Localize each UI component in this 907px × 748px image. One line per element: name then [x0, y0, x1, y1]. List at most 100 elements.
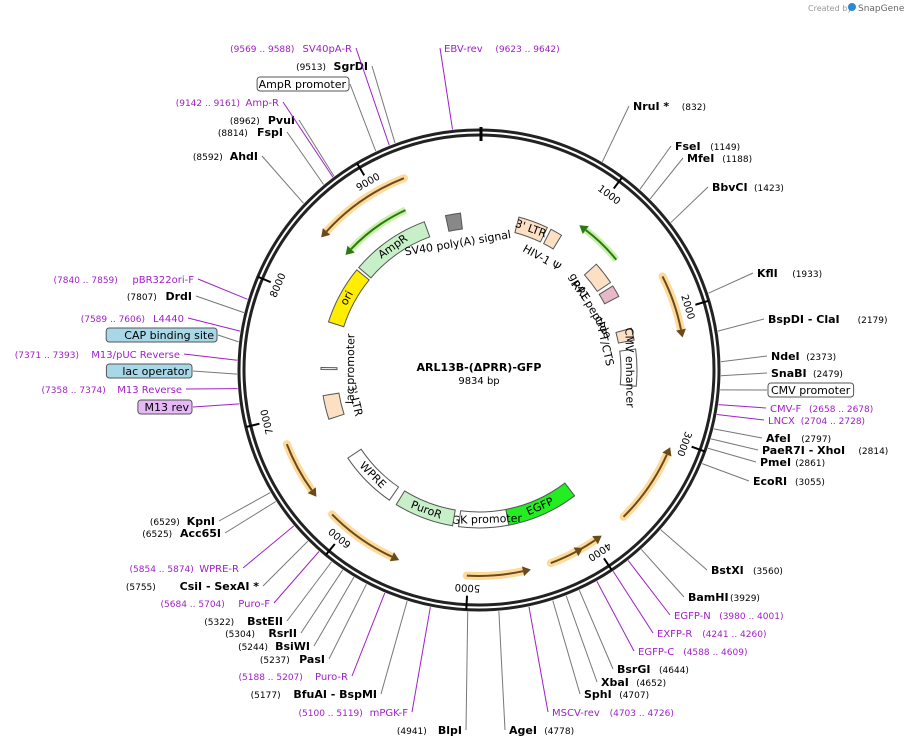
snapgene-watermark: Created by SnapGene	[808, 3, 905, 14]
site-position: (8814)	[218, 129, 248, 139]
feature-wpre[interactable]	[347, 448, 400, 501]
site-label-group[interactable]: MfeI(1188)	[649, 152, 752, 200]
feature-cppt-cts[interactable]	[615, 327, 635, 344]
site-label-group[interactable]: SnaBI(2479)	[720, 367, 843, 380]
orf-arrow[interactable]	[622, 454, 668, 518]
feature-gp41-peptide[interactable]	[598, 285, 620, 305]
site-name: NdeI	[771, 350, 800, 363]
feature-3-ltr[interactable]	[514, 216, 549, 243]
orf-arrowhead-green	[345, 245, 355, 255]
site-label-group[interactable]: M13 rev	[137, 399, 240, 415]
orf-arrow-green[interactable]	[585, 229, 618, 261]
feature-cmv-enhancer[interactable]	[619, 348, 638, 387]
site-name: CAP binding site	[124, 329, 214, 342]
site-label-group[interactable]: EXFP-R(4241 .. 4260)	[612, 571, 766, 640]
orf-arrow[interactable]	[331, 513, 393, 558]
feature-label: HIV-1 Ψ	[521, 242, 564, 274]
site-label-group[interactable]: EGFP-C(4588 .. 4609)	[596, 581, 748, 658]
orf-arrow-green[interactable]	[350, 209, 406, 250]
site-label-group[interactable]: CAP binding site	[105, 327, 239, 343]
snapgene-logo-icon	[848, 3, 856, 11]
site-label-group[interactable]: Puro-R(5188 .. 5207)	[239, 592, 386, 683]
feature-label: ori	[338, 289, 356, 308]
site-label-group[interactable]: EBV-rev(9623 .. 9642)	[439, 44, 560, 130]
site-label-group[interactable]: PmeI(2861)	[707, 447, 825, 469]
site-label-group[interactable]: LNCX(2704 .. 2728)	[716, 413, 865, 427]
site-label-group[interactable]: EGFP-N(3980 .. 4001)	[627, 560, 783, 622]
site-label-group[interactable]: NdeI(2373)	[720, 350, 836, 363]
site-label-group[interactable]: RsrII(5304)	[225, 569, 344, 640]
site-label-group[interactable]: Amp-R(9142 .. 9161)	[176, 98, 334, 178]
site-position: (5244)	[238, 643, 268, 653]
site-label-group[interactable]: BstEII(5322)	[204, 561, 332, 628]
feature-pgk-promoter[interactable]	[458, 508, 510, 529]
feature-ampr[interactable]	[358, 221, 431, 279]
site-label-group[interactable]: WPRE-R(5854 .. 5874)	[130, 525, 295, 575]
site-position: (6525)	[142, 530, 172, 540]
site-position: (7589 .. 7606)	[81, 315, 145, 325]
site-label-group[interactable]: XbaI(4652)	[565, 595, 666, 689]
feature-3-ltr[interactable]	[322, 392, 345, 420]
orf-arrow[interactable]	[550, 550, 577, 565]
site-label-group[interactable]: BsrGI(4644)	[578, 590, 689, 676]
site-label-group[interactable]: BstXI(3560)	[660, 529, 783, 577]
feature-sv40-poly-a-signal[interactable]	[444, 212, 463, 232]
site-label-group[interactable]: FseI(1149)	[639, 140, 740, 190]
tick-mark	[603, 557, 613, 571]
site-label-group[interactable]: BbvCI(1423)	[670, 181, 784, 223]
site-name: KflI	[757, 267, 778, 280]
site-label-group[interactable]: lac operator	[105, 363, 238, 379]
site-position: (3980 .. 4001)	[719, 612, 783, 622]
site-label-group[interactable]: L4440(7589 .. 7606)	[81, 314, 241, 332]
site-label-group[interactable]: pBR322ori-F(7840 .. 7859)	[54, 275, 248, 300]
site-label-group[interactable]: BfuAI - BspMI(5177)	[251, 600, 408, 701]
site-label-group[interactable]: EcoRI(3055)	[701, 463, 825, 488]
site-label-group[interactable]: Puro-F(5684 .. 5704)	[161, 551, 320, 610]
site-label-group[interactable]: BamHI(3929)	[640, 549, 760, 604]
site-label-group[interactable]: AfeI(2797)	[713, 428, 831, 445]
site-label-group[interactable]: AgeI(4778)	[498, 611, 574, 737]
site-label-group[interactable]: mPGK-F(5100 .. 5119)	[299, 606, 431, 719]
site-label-group[interactable]: KpnI(6529)	[150, 492, 271, 528]
site-position: (7371 .. 7393)	[15, 351, 79, 361]
orf-arrow[interactable]	[285, 443, 313, 491]
site-label-group[interactable]: M13 Reverse(7358 .. 7374)	[42, 385, 238, 396]
site-position: (4707)	[619, 691, 649, 701]
site-label-group[interactable]: MSCV-rev(4703 .. 4726)	[528, 606, 674, 719]
site-label-group[interactable]: CMV-F(2658 .. 2678)	[718, 404, 874, 415]
site-label-group[interactable]: BspDI - ClaI(2179)	[717, 313, 888, 332]
orf-arrowhead	[662, 447, 672, 457]
site-label-group[interactable]: DrdI(7807)	[127, 290, 245, 314]
site-label-group[interactable]: SV40pA-R(9569 .. 9588)	[230, 44, 390, 146]
feature-ori[interactable]	[327, 269, 370, 328]
site-label-group[interactable]: AmpR promoter	[256, 76, 377, 152]
site-label-group[interactable]: FspI(8814)	[218, 126, 325, 185]
site-leader-line	[660, 529, 708, 571]
feature-rre[interactable]	[583, 263, 612, 293]
orf-arrow[interactable]	[325, 177, 405, 233]
site-label-group[interactable]: CMV promoter	[720, 382, 855, 398]
site-label-group[interactable]: AhdI(8592)	[193, 150, 304, 204]
site-leader-line	[282, 101, 334, 178]
site-label-group[interactable]: KflI(1933)	[708, 267, 822, 294]
site-label-group[interactable]: PvuI(8962)	[230, 114, 335, 177]
site-label-group[interactable]: CsiI - SexAI *(5755)	[126, 540, 309, 593]
site-leader-line	[224, 501, 277, 534]
site-label-group[interactable]: SphI(4707)	[552, 600, 649, 701]
site-label-group[interactable]: Acc65I(6525)	[142, 501, 277, 540]
site-label-group[interactable]: PasI(5237)	[260, 583, 367, 666]
feature-hiv-1-[interactable]	[542, 228, 563, 250]
site-name: EGFP-C	[638, 647, 674, 658]
site-label-group[interactable]: NruI *(832)	[601, 100, 706, 162]
site-label-group[interactable]: BsiWI(5244)	[238, 576, 355, 653]
site-label-group[interactable]: BlpI(4941)	[397, 611, 469, 737]
site-name: SV40pA-R	[303, 44, 352, 55]
site-label-group[interactable]: PaeR7I - XhoI(2814)	[710, 438, 888, 457]
orf-arrow[interactable]	[466, 570, 524, 577]
feature-puror[interactable]	[395, 490, 456, 527]
orf-arrow[interactable]	[661, 275, 682, 330]
site-label-group[interactable]: M13/pUC Reverse(7371 .. 7393)	[15, 350, 238, 361]
feature-lac-promoter[interactable]	[320, 367, 338, 371]
site-label-group[interactable]: SgrDI(9513)	[296, 60, 396, 144]
